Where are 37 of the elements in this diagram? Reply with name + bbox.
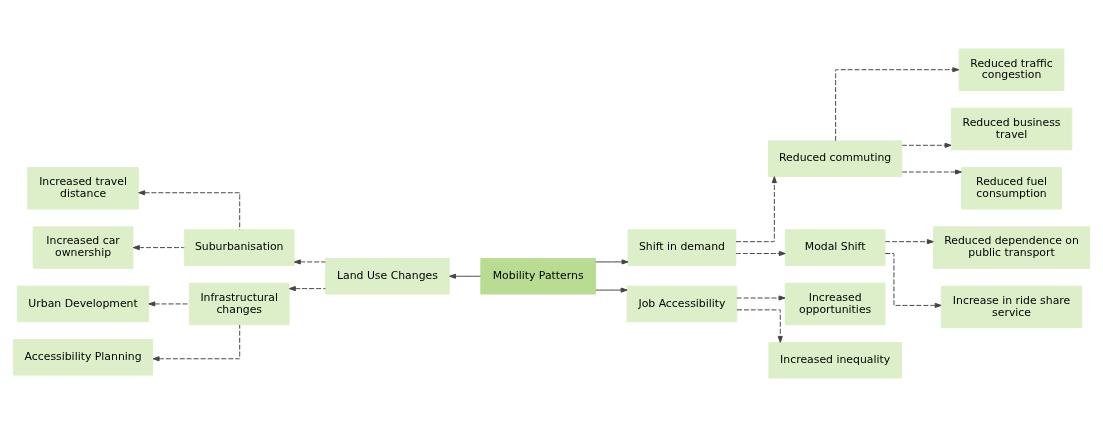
node-box: Increased opportunities [784,282,886,325]
arrow [884,252,942,308]
node-box: Reduced traffic congestion [958,47,1065,91]
arrow [152,324,241,361]
node-box: Reduced business travel [950,107,1073,150]
arrow [835,66,960,141]
node-box: Reduced dependence on public transport [932,225,1091,269]
node-box: Increased travel distance [27,166,139,210]
arrow [736,294,786,301]
arrow [595,287,628,293]
node-box: Shift in demand [627,228,737,266]
arrow [293,258,326,264]
arrow [595,258,629,264]
arrow [901,142,952,148]
node-box: Reduced fuel consumption [961,166,1062,210]
node-box: Increased inequality [768,341,902,379]
node-box: Land Use Changes [325,257,450,295]
arrow [901,168,962,175]
arrow [736,308,783,343]
node-box: Modal Shift [784,228,886,266]
arrow [735,175,777,242]
arrow [449,273,481,279]
node-box: Reduced commuting [767,139,903,177]
node-box: Suburbanisation [183,228,295,266]
node-box: Increased car ownership [32,225,134,269]
node-box: Accessibility Planning [12,338,154,376]
arrow [288,285,326,291]
arrow [148,300,190,306]
arrow [884,238,934,244]
node-box: Urban Development [16,285,150,322]
arrow [735,250,786,256]
node-box: Infrastructural changes [188,282,290,325]
node-box: Job Accessibility [626,285,738,322]
arrow [138,189,241,230]
node-box: Mobility Patterns [480,257,596,295]
arrow [132,244,185,250]
node-box: Increase in ride share service [940,285,1083,328]
